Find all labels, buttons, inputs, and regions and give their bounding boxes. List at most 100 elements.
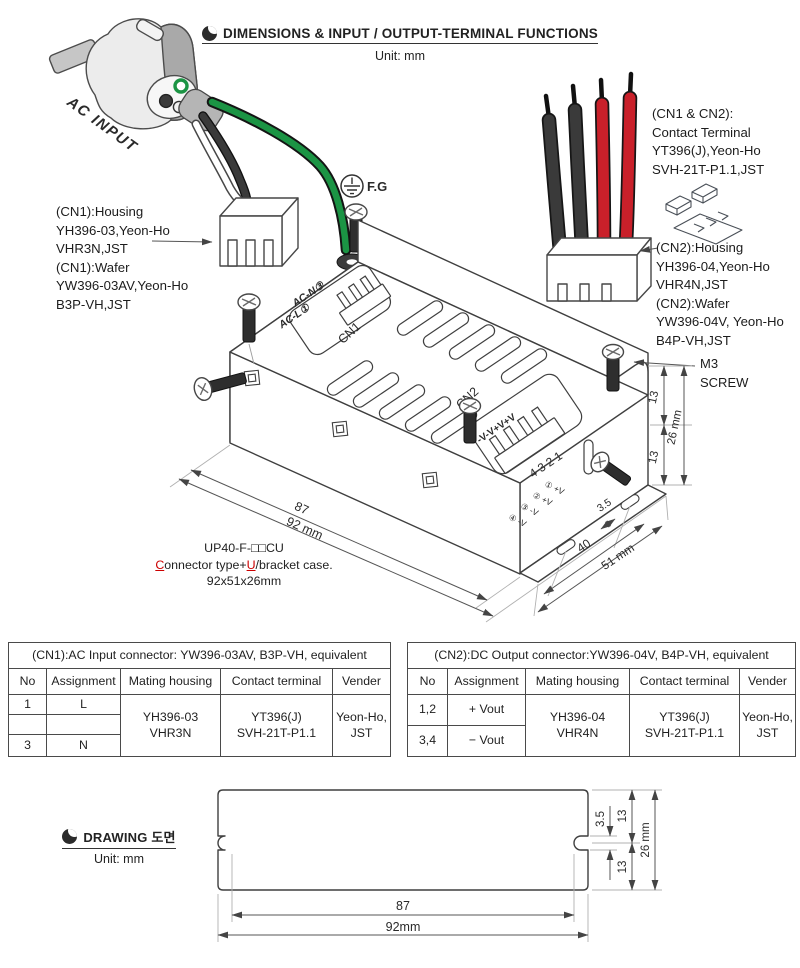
drawing-dim-13-lower: 13 bbox=[617, 861, 629, 874]
cn1-col-assignment: Assignment bbox=[46, 668, 121, 695]
cn2-output-cable bbox=[541, 71, 638, 260]
fg-ground-symbol bbox=[340, 174, 364, 198]
cn1-housing-slot bbox=[227, 239, 238, 267]
red-wire-2 bbox=[620, 92, 636, 249]
m3-leader-arrow bbox=[633, 359, 696, 367]
ac-plug bbox=[48, 18, 198, 130]
cn1-row3-assignment: N bbox=[46, 734, 121, 757]
cn2-note-leader-arrow bbox=[639, 246, 659, 253]
dim-87: 87 bbox=[292, 499, 310, 517]
model-desc-end: /bracket case. bbox=[255, 557, 333, 572]
cn2-row1-assignment: + Vout bbox=[447, 694, 526, 726]
table-row bbox=[8, 714, 391, 735]
contact-terminal-note: (CN1 & CN2): Contact Terminal YT396(J),Y… bbox=[652, 106, 765, 177]
cn2-vender: Yeon-Ho, JST bbox=[738, 694, 797, 757]
cn2-col-assignment: Assignment bbox=[447, 668, 526, 695]
screw-cn1-area bbox=[237, 293, 261, 365]
dim-3-5-line bbox=[600, 518, 616, 530]
iso-dimension-lines bbox=[178, 365, 688, 617]
cn2-row1-no: 1,2 bbox=[407, 694, 448, 726]
drawing-label-row: DRAWING 도면 bbox=[62, 827, 176, 849]
cn2-cutout bbox=[469, 373, 583, 475]
m3-screw-note: M3 SCREW bbox=[700, 356, 749, 390]
cn2-row2-no: 3,4 bbox=[407, 725, 448, 757]
drawing-unit-note: Unit: mm bbox=[94, 852, 144, 866]
cn1-table-title: (CN1):AC Input connector: YW396-03AV, B3… bbox=[7, 642, 392, 669]
plug-hole-l bbox=[158, 93, 174, 109]
cn1-row1-no: 1 bbox=[8, 694, 47, 715]
cn1-housing-slot bbox=[245, 239, 256, 267]
screw-left-side bbox=[193, 372, 247, 402]
dim-13-upper: 13 bbox=[647, 390, 661, 405]
cn1-mating-housing: YH396-03 VHR3N bbox=[120, 694, 221, 757]
cn2-housing-slot bbox=[579, 283, 590, 302]
contact-terminal-drawing bbox=[665, 183, 743, 245]
cn2-col-mating: Mating housing bbox=[525, 668, 630, 695]
table-row: 1 L YH396-03 VHR3N YT396(J) SVH-21T-P1.1… bbox=[8, 694, 392, 757]
case-outline bbox=[217, 789, 589, 891]
red-wire-1 bbox=[596, 98, 610, 252]
header-row: DIMENSIONS & INPUT / OUTPUT-TERMINAL FUN… bbox=[202, 26, 598, 44]
cn1-row1-assignment: L bbox=[46, 694, 121, 715]
model-highlight-u: U bbox=[246, 557, 256, 572]
black-wire-1 bbox=[543, 114, 566, 258]
cn2-housing-slot bbox=[557, 283, 568, 302]
dim-13-lower: 13 bbox=[647, 450, 661, 465]
table-row: 3,4 − Vout bbox=[407, 725, 796, 757]
drawing-dimension-lines bbox=[217, 789, 659, 939]
screw-cn2-area bbox=[458, 397, 482, 444]
cn1-wafer bbox=[336, 275, 392, 326]
cn1-vender: Yeon-Ho, JST bbox=[331, 694, 392, 757]
drawing-dim-3-5: 3.5 bbox=[595, 811, 607, 827]
cn2-wafer bbox=[488, 406, 566, 474]
cn2-col-no: No bbox=[407, 668, 448, 695]
cn2-col-vender: Vender bbox=[738, 668, 797, 695]
cn2-connector-table: (CN2):DC Output connector:YW396-04V, B4P… bbox=[406, 642, 797, 757]
dim-92-line bbox=[178, 478, 494, 617]
cn1-connector-table: (CN1):AC Input connector: YW396-03AV, B3… bbox=[7, 642, 392, 757]
drawing-title: DRAWING 도면 bbox=[83, 830, 176, 845]
cn2-housing-front bbox=[546, 254, 638, 302]
screw-right-wall bbox=[590, 451, 632, 486]
fg-label: F.G bbox=[367, 179, 387, 194]
ac-wires bbox=[191, 96, 352, 256]
screw-m3 bbox=[601, 343, 625, 392]
flange-keyhole-slot bbox=[620, 494, 640, 510]
drawing-dim-26mm: 26 mm bbox=[640, 822, 652, 857]
cn1-row2-no bbox=[8, 714, 47, 735]
ground-wire bbox=[208, 98, 350, 254]
page-title: DIMENSIONS & INPUT / OUTPUT-TERMINAL FUN… bbox=[223, 26, 598, 41]
model-desc-mid: onnector type+ bbox=[164, 557, 247, 572]
dim-51mm: 51 mm bbox=[599, 541, 637, 573]
cn1-col-no: No bbox=[8, 668, 47, 695]
unit-note: Unit: mm bbox=[375, 49, 425, 63]
page-header: DIMENSIONS & INPUT / OUTPUT-TERMINAL FUN… bbox=[0, 26, 800, 63]
screws bbox=[193, 293, 632, 486]
black-wire-2 bbox=[569, 104, 588, 255]
cn2-mating-housing: YH396-04 VHR4N bbox=[525, 694, 630, 757]
model-size: 92x51x26mm bbox=[206, 574, 282, 588]
table-row: 3 N bbox=[8, 734, 391, 757]
drawing-dim-13-upper: 13 bbox=[617, 810, 629, 823]
cn1-row2-assignment bbox=[46, 714, 121, 735]
cn1-col-vender: Vender bbox=[331, 668, 392, 695]
cn1-row3-no: 3 bbox=[8, 734, 47, 757]
model-number: UP40-F-□□CU bbox=[204, 541, 284, 555]
dim-26mm: 26 mm bbox=[666, 409, 685, 446]
section-bullet-icon bbox=[202, 26, 218, 41]
cn2-table-title: (CN2):DC Output connector:YW396-04V, B4P… bbox=[406, 642, 797, 669]
model-description: Connector type+U/bracket case. bbox=[126, 557, 362, 574]
plug-hole-ground bbox=[173, 78, 189, 94]
drawing-dim-92mm: 92mm bbox=[386, 920, 421, 934]
outline-drawing: 87 92mm 3.5 13 13 26 mm bbox=[217, 789, 662, 942]
cn2-contact-terminal: YT396(J) SVH-21T-P1.1 bbox=[629, 694, 740, 757]
model-note: UP40-F-□□CU Connector type+U/bracket cas… bbox=[126, 540, 362, 590]
section-bullet-icon bbox=[62, 829, 78, 844]
cn2-housing-slot bbox=[601, 283, 612, 302]
cn1-note-leader-arrow bbox=[151, 238, 213, 246]
cn2-connector-note: (CN2):Housing YH396-04,Yeon-Ho VHR4N,JST… bbox=[656, 240, 784, 348]
dim-92mm: 92 mm bbox=[284, 514, 325, 542]
model-highlight-c: C bbox=[155, 557, 165, 572]
cn1-col-mating: Mating housing bbox=[120, 668, 221, 695]
cn2-housing-connector bbox=[546, 237, 652, 302]
